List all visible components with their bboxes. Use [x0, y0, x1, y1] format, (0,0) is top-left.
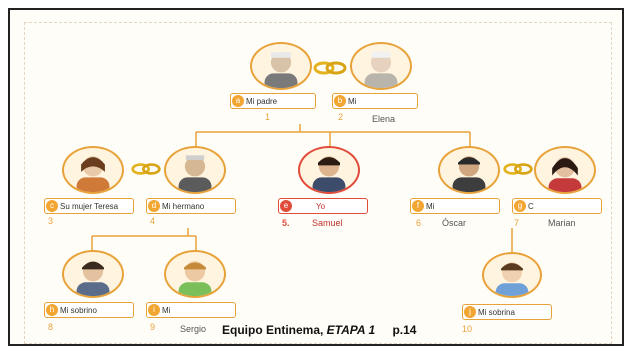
label-text: Mi sobrino — [60, 306, 97, 315]
number-sobrina: 10 — [462, 324, 473, 334]
number-padre: 1 — [265, 112, 271, 122]
number-tia: 3 — [48, 216, 54, 226]
letter-badge: g — [514, 200, 526, 212]
label-yo[interactable]: e Yo — [278, 198, 368, 214]
caption-main: Equipo Entinema, — [222, 323, 327, 337]
caption-etapa: ETAPA 1 — [326, 323, 376, 337]
letter-badge: a — [232, 95, 244, 107]
label-tio[interactable]: d Mi hermano — [146, 198, 236, 214]
label-text: Yo — [316, 202, 326, 211]
letter-badge: d — [148, 200, 160, 212]
name-cunada: Marian — [548, 218, 576, 228]
label-sobrino[interactable]: h Mi sobrino — [44, 302, 134, 318]
portrait-padre — [250, 42, 312, 90]
portrait-cunada — [534, 146, 596, 194]
letter-badge: i — [148, 304, 160, 316]
name-primo: Sergio — [180, 324, 207, 334]
wedding-rings-icon — [131, 163, 161, 175]
label-text: Mi sobrina — [478, 308, 515, 317]
number-cunada: 7 — [514, 218, 520, 228]
portrait-primo — [164, 250, 226, 298]
number-sobrino: 8 — [48, 322, 54, 332]
label-tia[interactable]: c Su mujer Teresa — [44, 198, 134, 214]
letter-badge: b — [334, 95, 346, 107]
letter-badge: e — [280, 200, 292, 212]
label-text: Mi hermano — [162, 202, 205, 211]
number-yo: 5. — [282, 218, 290, 228]
label-text: Mi — [348, 97, 357, 106]
family-tree-panel — [24, 22, 612, 344]
letter-badge: h — [46, 304, 58, 316]
label-padre[interactable]: a Mi padre — [230, 93, 316, 109]
letter-badge: j — [464, 306, 476, 318]
portrait-madre — [350, 42, 412, 90]
number-madre: 2 — [338, 112, 344, 122]
letter-badge: f — [412, 200, 424, 212]
portrait-sobrino — [62, 250, 124, 298]
portrait-yo — [298, 146, 360, 194]
label-cunada[interactable]: g C — [512, 198, 602, 214]
wedding-rings-icon — [503, 163, 533, 175]
number-tio: 4 — [150, 216, 156, 226]
number-hermano: 6 — [416, 218, 422, 228]
label-hermano[interactable]: f Mi — [410, 198, 500, 214]
portrait-hermano — [438, 146, 500, 194]
label-primo[interactable]: i Mi — [146, 302, 236, 318]
name-hermano: Óscar — [442, 218, 467, 228]
letter-badge: c — [46, 200, 58, 212]
caption-page: p.14 — [392, 323, 417, 337]
number-primo: 9 — [150, 322, 156, 332]
label-text: Mi — [162, 306, 171, 315]
portrait-tio — [164, 146, 226, 194]
label-madre[interactable]: b Mi — [332, 93, 418, 109]
label-text: Mi — [426, 202, 435, 211]
wedding-rings-icon — [313, 61, 347, 75]
label-text: C — [528, 202, 534, 211]
portrait-tia — [62, 146, 124, 194]
label-text: Mi padre — [246, 97, 278, 106]
label-text: Su mujer Teresa — [60, 202, 119, 211]
label-sobrina[interactable]: j Mi sobrina — [462, 304, 552, 320]
source-caption: Equipo Entinema, ETAPA 1 p.14 — [222, 323, 416, 337]
name-yo: Samuel — [312, 218, 343, 228]
portrait-sobrina — [482, 252, 542, 298]
name-madre: Elena — [372, 114, 396, 124]
